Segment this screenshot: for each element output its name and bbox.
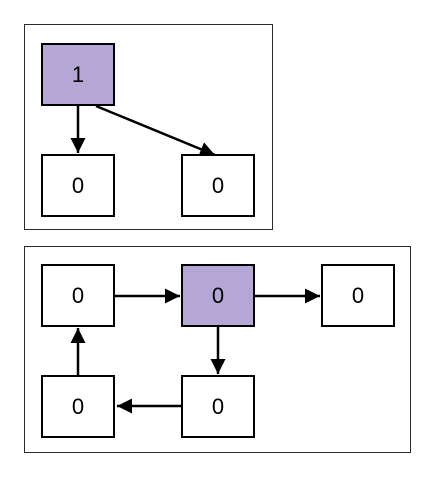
node-b2-box xyxy=(181,264,255,327)
node-b1-label: 0 xyxy=(72,283,84,308)
node-t2: 0 xyxy=(41,154,115,217)
node-b4-label: 0 xyxy=(72,394,84,419)
node-b3-box xyxy=(321,264,395,327)
node-t3-box xyxy=(181,154,255,217)
node-b4-box xyxy=(41,375,115,438)
node-b5-box xyxy=(181,375,255,438)
node-t1-label: 1 xyxy=(72,62,84,87)
node-b5: 0 xyxy=(181,375,255,438)
node-t3-label: 0 xyxy=(212,173,224,198)
node-b5-label: 0 xyxy=(212,394,224,419)
node-b3: 0 xyxy=(321,264,395,327)
node-t2-label: 0 xyxy=(72,173,84,198)
node-b3-label: 0 xyxy=(352,283,364,308)
node-t3: 0 xyxy=(181,154,255,217)
node-b2: 0 xyxy=(181,264,255,327)
edge-t1-t3 xyxy=(95,104,216,157)
node-b4: 0 xyxy=(41,375,115,438)
bottom-panel: 0 0 0 0 0 xyxy=(24,246,411,453)
node-t1: 1 xyxy=(41,43,115,106)
node-t1-box xyxy=(41,43,115,106)
node-b1: 0 xyxy=(41,264,115,327)
top-panel: 1 0 0 xyxy=(24,24,273,230)
node-b1-box xyxy=(41,264,115,327)
node-t2-box xyxy=(41,154,115,217)
node-b2-label: 0 xyxy=(212,283,224,308)
